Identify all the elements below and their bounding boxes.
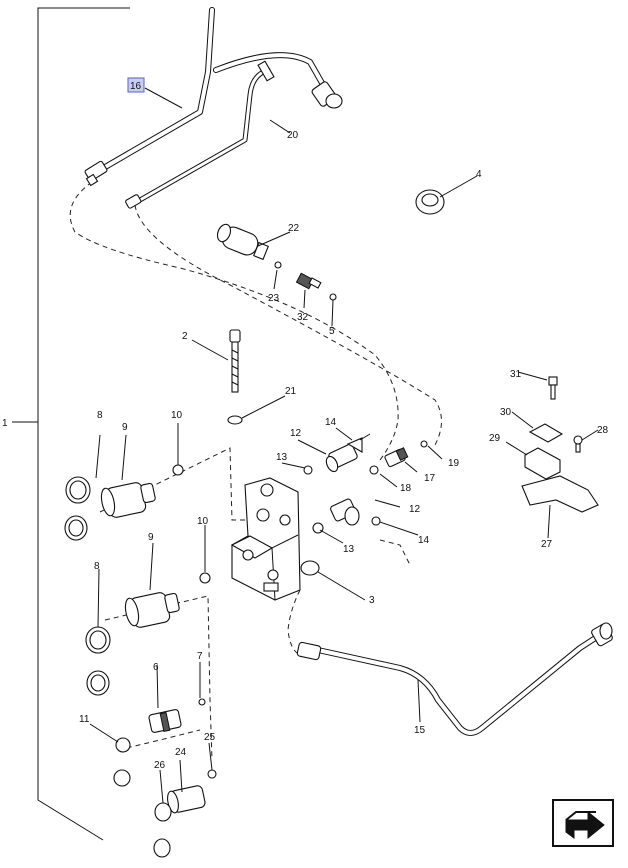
elbow-12-upper bbox=[325, 437, 363, 473]
page-forward-arrow-icon[interactable] bbox=[552, 799, 614, 847]
callout-31[interactable]: 31 bbox=[510, 369, 522, 380]
callout-6[interactable]: 6 bbox=[153, 662, 159, 673]
dust-cap-8-lower bbox=[85, 626, 111, 696]
dashed-route-coupler-upper bbox=[99, 447, 262, 521]
seal-25 bbox=[207, 769, 217, 779]
oring-14-upper bbox=[359, 433, 371, 441]
dust-cap-26 bbox=[153, 802, 172, 858]
bolt-31 bbox=[548, 376, 558, 400]
callout-3[interactable]: 3 bbox=[369, 595, 375, 606]
callout-12-upper[interactable]: 12 bbox=[290, 428, 302, 439]
seal-10-upper bbox=[172, 464, 184, 476]
coupler-9-lower bbox=[124, 592, 180, 628]
callout-8-upper[interactable]: 8 bbox=[97, 410, 103, 421]
dashed-route-pipe20 bbox=[134, 204, 442, 446]
oring-18 bbox=[369, 465, 379, 475]
cap-11 bbox=[113, 737, 131, 787]
seal-23 bbox=[274, 261, 282, 269]
callout-4[interactable]: 4 bbox=[476, 169, 482, 180]
seal-7 bbox=[198, 698, 206, 706]
callout-32[interactable]: 32 bbox=[297, 312, 309, 323]
callout-30[interactable]: 30 bbox=[500, 407, 512, 418]
seal-10-lower bbox=[199, 572, 211, 584]
plate-30 bbox=[528, 423, 564, 443]
callout-5[interactable]: 5 bbox=[329, 326, 335, 337]
clamp-29 bbox=[524, 447, 561, 480]
elbow-12-lower bbox=[330, 498, 360, 526]
fitting-4 bbox=[415, 189, 445, 215]
callout-19[interactable]: 19 bbox=[448, 458, 460, 469]
fitting-17 bbox=[384, 447, 409, 468]
callout-16[interactable]: 16 bbox=[130, 81, 142, 92]
solenoid-22 bbox=[216, 223, 269, 261]
coupler-24 bbox=[167, 785, 206, 814]
callout-20[interactable]: 20 bbox=[287, 130, 299, 141]
dashed-route-pipe15 bbox=[287, 589, 301, 656]
callout-27[interactable]: 27 bbox=[541, 539, 553, 550]
callout-15[interactable]: 15 bbox=[414, 725, 426, 736]
callout-11[interactable]: 11 bbox=[79, 714, 90, 725]
screw-28 bbox=[573, 435, 583, 453]
callout-21[interactable]: 21 bbox=[285, 386, 297, 397]
callout-13-upper[interactable]: 13 bbox=[276, 452, 288, 463]
callout-13-lower[interactable]: 13 bbox=[343, 544, 355, 555]
callout-12-lower[interactable]: 12 bbox=[409, 504, 421, 515]
valve-block-3 bbox=[230, 477, 320, 601]
callout-10-upper[interactable]: 10 bbox=[171, 410, 183, 421]
callout-17[interactable]: 17 bbox=[424, 473, 436, 484]
pipe-16 bbox=[97, 7, 215, 173]
callout-2[interactable]: 2 bbox=[182, 331, 188, 342]
bracket-27 bbox=[521, 475, 599, 513]
callout-highlight-16 bbox=[127, 77, 145, 93]
callout-14-lower[interactable]: 14 bbox=[418, 535, 430, 546]
seal-19 bbox=[420, 440, 428, 448]
callout-8-lower[interactable]: 8 bbox=[94, 561, 100, 572]
oring-13-upper bbox=[303, 465, 313, 475]
dust-cap-8-upper bbox=[64, 476, 91, 541]
assembly-bracket-line bbox=[37, 7, 130, 841]
callout-24[interactable]: 24 bbox=[175, 747, 187, 758]
callout-26[interactable]: 26 bbox=[154, 760, 166, 771]
oring-14-lower bbox=[371, 516, 381, 526]
seal-5 bbox=[329, 293, 337, 301]
pipe-15 bbox=[315, 632, 603, 736]
callout-9-upper[interactable]: 9 bbox=[122, 422, 128, 433]
fitting-32 bbox=[295, 272, 322, 290]
oring-13-lower bbox=[312, 522, 324, 534]
callout-1[interactable]: 1 bbox=[2, 418, 8, 429]
callout-9-lower[interactable]: 9 bbox=[148, 532, 154, 543]
dashed-route-pipe16 bbox=[69, 181, 399, 461]
pipe-16-fitting-end bbox=[84, 160, 108, 187]
callout-18[interactable]: 18 bbox=[400, 483, 412, 494]
callout-28[interactable]: 28 bbox=[597, 425, 609, 436]
dashed-route-coupler-lower bbox=[104, 595, 213, 761]
callout-14-upper[interactable]: 14 bbox=[325, 417, 337, 428]
callout-22[interactable]: 22 bbox=[288, 223, 300, 234]
callout-23[interactable]: 23 bbox=[268, 293, 280, 304]
bolt-2 bbox=[229, 329, 241, 393]
callout-29[interactable]: 29 bbox=[489, 433, 501, 444]
pipe-15-fittings bbox=[296, 622, 613, 661]
pipe-20-fitting bbox=[125, 60, 275, 209]
callout-7[interactable]: 7 bbox=[197, 651, 203, 662]
callout-10-lower[interactable]: 10 bbox=[197, 516, 209, 527]
dashed-route-adapter bbox=[117, 729, 201, 751]
adapter-6 bbox=[148, 709, 182, 733]
callout-25[interactable]: 25 bbox=[204, 732, 216, 743]
pipe-16-nut-end bbox=[311, 81, 343, 109]
coupler-9-upper bbox=[100, 482, 156, 518]
dashed-route-elbow bbox=[379, 539, 411, 566]
washer-21 bbox=[227, 415, 243, 425]
